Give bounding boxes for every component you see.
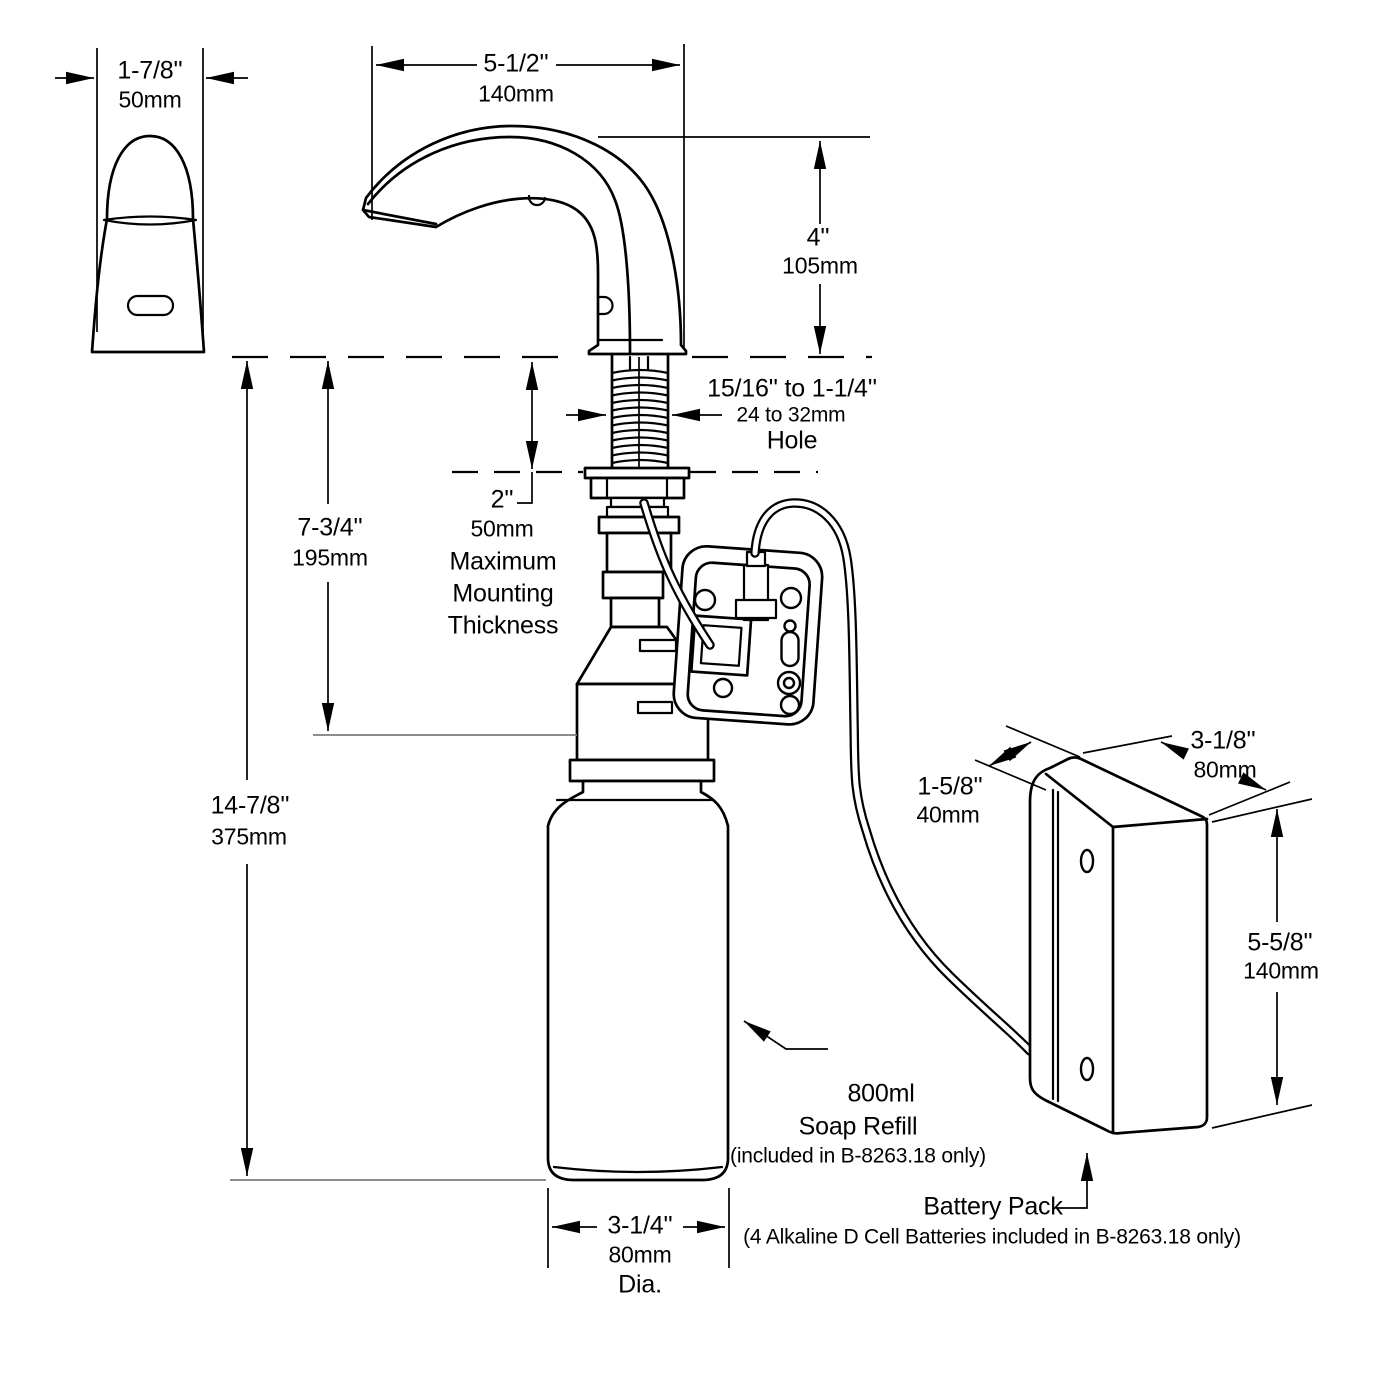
soap-refill-label: Soap Refill [798,1112,918,1141]
module-screw-hole [693,588,717,612]
spout-height-inches: 4'' [806,223,830,252]
mounting-nut [583,466,691,500]
soap-refill-volume: 800ml [847,1079,915,1108]
mounting-hole-inches: 15/16'' to 1-1/4'' [707,374,877,403]
sensor-cable [639,498,715,650]
mounting-thickness-caption-3: Thickness [447,611,559,640]
mounting-thickness-caption-2: Mounting [452,579,554,608]
module-keyhole-slot [780,630,800,668]
module-screw-hole [779,586,803,610]
module-keyhole-slot [783,619,797,633]
under-counter-clearance-mm: 195mm [292,544,368,571]
soap-refill-bottle [546,779,730,1182]
side-view-spout [361,124,688,356]
battery-depth-mm: 40mm [916,801,980,828]
bottle-diameter-inches: 3-1/4'' [607,1211,673,1240]
dim-spout-width [55,48,248,332]
mounting-thickness-mm: 50mm [470,515,534,542]
front-view-spout [90,134,206,354]
battery-pack-note: (4 Alkaline D Cell Batteries included in… [743,1225,1241,1249]
spout-sensor-detail [596,295,614,316]
dim-battery-depth [974,725,1081,791]
mounting-thickness-inches: 2'' [490,485,514,514]
soap-refill-note: (included in B-8263.18 only) [730,1144,986,1168]
battery-cable [750,498,1035,1056]
battery-height-inches: 5-5/8'' [1247,928,1313,957]
control-module [672,544,824,726]
overall-depth-mm: 375mm [211,823,287,850]
spout-width-inches: 1-7/8'' [117,56,183,85]
dim-battery-height [1211,798,1313,1129]
bottle-diameter-caption: Dia. [618,1270,662,1299]
pump-mount-tab [638,638,678,653]
battery-pack-screw-hole [1079,848,1095,874]
dim-overall-depth [230,361,546,1181]
module-screw-hole [712,677,734,699]
overall-depth-inches: 14-7/8'' [210,791,290,820]
mounting-thickness-caption-1: Maximum [449,547,557,576]
battery-pack-label: Battery Pack [923,1192,1063,1221]
battery-pack-screw-hole [1079,1056,1095,1082]
battery-width-mm: 80mm [1193,756,1257,783]
battery-pack [1028,756,1209,1135]
spout-height-mm: 105mm [782,252,858,279]
leader-battery-pack [1056,1153,1094,1209]
battery-height-mm: 140mm [1243,957,1319,984]
dim-under-counter-clearance [313,361,577,736]
bottle-diameter-mm: 80mm [608,1241,672,1268]
dim-bottle-diameter [547,1188,730,1268]
dim-mounting-thickness [517,362,539,504]
bottle-flange [568,758,716,783]
spout-reach-inches: 5-1/2'' [483,49,549,78]
mounting-hole-caption: Hole [766,426,818,455]
module-screw-hole [779,694,801,716]
leader-soap-refill [743,1020,828,1050]
dim-spout-reach [371,44,685,348]
spout-reach-mm: 140mm [478,80,554,107]
mounting-hole-mm: 24 to 32mm [736,403,846,427]
pump-mount-tab [636,700,674,715]
dim-battery-width [1082,735,1291,816]
battery-depth-inches: 1-5/8'' [917,772,983,801]
spout-sensor-window [126,294,175,317]
cable-clamp [734,598,778,620]
under-counter-clearance-inches: 7-3/4'' [297,513,363,542]
spout-width-mm: 50mm [118,86,182,113]
dim-spout-height [598,136,870,354]
battery-width-inches: 3-1/8'' [1190,726,1256,755]
